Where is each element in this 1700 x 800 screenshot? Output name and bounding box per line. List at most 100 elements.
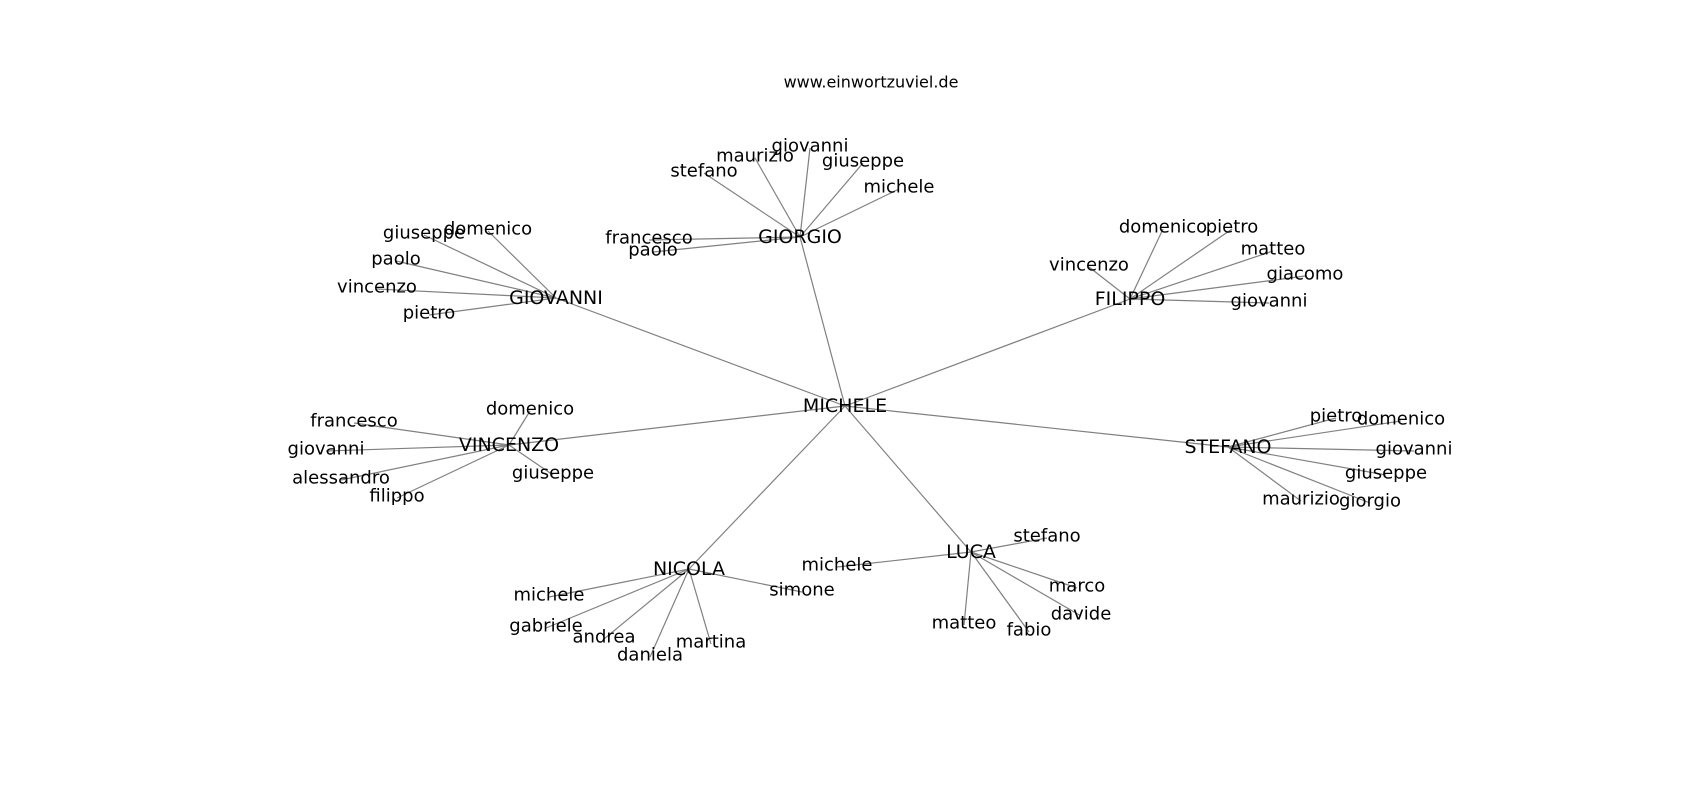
edge-nicola-daniela (649, 568, 690, 658)
leaf-node-label-stefano-giovanni: giovanni (1376, 439, 1453, 460)
edge-center-stefano (844, 405, 1229, 448)
edge-giovanni-giuseppe (423, 234, 557, 299)
hub-node-label-giovanni: GIOVANNI (509, 287, 603, 309)
edge-center-nicola (688, 405, 846, 570)
leaf-node-label-vincenzo-filippo: filippo (369, 486, 424, 507)
edge-center-giovanni (555, 297, 846, 407)
leaf-node-label-luca-davide: davide (1051, 604, 1112, 625)
leaf-node-label-stefano-domenico: domenico (1357, 409, 1445, 430)
edge-center-giorgio (799, 236, 846, 407)
leaf-node-label-nicola-andrea: andrea (573, 627, 636, 648)
leaf-node-label-giorgio-francesco: francesco (605, 228, 692, 249)
edge-giorgio-giuseppe (799, 162, 864, 238)
edge-filippo-pietro (1129, 228, 1233, 300)
leaf-node-label-stefano-pietro: pietro (1310, 406, 1363, 427)
leaf-node-label-vincenzo-francesco: francesco (310, 411, 397, 432)
leaf-node-label-vincenzo-domenico: domenico (486, 399, 574, 420)
edge-vincenzo-giovanni (325, 444, 510, 452)
leaf-node-label-giorgio-stefano: stefano (670, 161, 737, 182)
leaf-node-label-stefano-maurizio: maurizio (1262, 489, 1340, 510)
edge-luca-michele (836, 551, 972, 568)
edge-filippo-domenico (1129, 228, 1164, 300)
leaf-node-label-giorgio-michele: michele (864, 177, 935, 198)
site-title: www.einwortzuviel.de (784, 73, 959, 92)
edge-giorgio-stefano (703, 172, 801, 238)
leaf-node-label-giorgio-paolo: paolo (628, 240, 677, 261)
edge-vincenzo-francesco (353, 422, 510, 446)
leaf-node-label-nicola-simone: simone (769, 580, 834, 601)
hub-node-label-vincenzo: VINCENZO (459, 434, 559, 456)
hub-node-label-giorgio: GIORGIO (758, 226, 842, 248)
edge-nicola-andrea (603, 568, 690, 640)
edge-stefano-domenico (1227, 420, 1402, 448)
hub-node-label-nicola: NICOLA (653, 558, 725, 580)
leaf-node-label-vincenzo-giovanni: giovanni (288, 439, 365, 460)
edge-filippo-matteo (1129, 250, 1274, 300)
edge-vincenzo-giuseppe (508, 444, 554, 476)
edge-center-luca (844, 405, 972, 553)
edge-layer (325, 147, 1415, 658)
edge-nicola-michele (548, 568, 690, 598)
edge-giorgio-michele (799, 188, 900, 238)
leaf-node-label-vincenzo-alessandro: alessandro (292, 468, 390, 489)
leaf-node-label-giorgio-giovanni: giovanni (772, 136, 849, 157)
edge-luca-marco (970, 551, 1078, 589)
edge-filippo-vincenzo (1088, 266, 1131, 300)
edge-nicola-gabriele (545, 568, 690, 629)
edge-center-filippo (844, 298, 1131, 407)
edge-filippo-giovanni (1129, 298, 1270, 304)
edge-vincenzo-alessandro (340, 444, 510, 481)
leaf-node-label-vincenzo-giuseppe: giuseppe (512, 463, 594, 484)
edge-giorgio-giovanni (799, 147, 811, 238)
edge-giovanni-domenico (487, 230, 557, 299)
leaf-node-label-filippo-vincenzo: vincenzo (1049, 255, 1129, 276)
leaf-node-label-nicola-gabriele: gabriele (509, 616, 582, 637)
edge-nicola-simone (688, 568, 803, 593)
leaf-node-label-filippo-matteo: matteo (1241, 239, 1306, 260)
edge-center-vincenzo (508, 405, 846, 446)
hub-node-label-luca: LUCA (946, 541, 996, 563)
edge-stefano-giovanni (1227, 446, 1415, 452)
edge-vincenzo-domenico (508, 410, 531, 446)
leaf-node-label-luca-michele: michele (802, 555, 873, 576)
center-node-label: MICHELE (803, 395, 887, 417)
edge-luca-davide (970, 551, 1082, 617)
edge-giovanni-pietro (428, 297, 557, 316)
leaf-node-label-filippo-domenico: domenico (1119, 217, 1207, 238)
leaf-node-label-giovanni-vincenzo: vincenzo (337, 277, 417, 298)
edge-luca-fabio (970, 551, 1030, 633)
edge-stefano-maurizio (1227, 446, 1302, 502)
leaf-node-label-luca-fabio: fabio (1007, 620, 1052, 641)
edge-giovanni-paolo (395, 260, 557, 299)
leaf-node-label-stefano-giuseppe: giuseppe (1345, 463, 1427, 484)
edge-nicola-martina (688, 568, 712, 645)
leaf-node-label-giorgio-maurizio: maurizio (716, 146, 794, 167)
leaf-node-label-nicola-martina: martina (676, 632, 746, 653)
edge-giorgio-maurizio (754, 157, 801, 238)
leaf-node-label-luca-stefano: stefano (1013, 526, 1080, 547)
edge-vincenzo-filippo (396, 444, 510, 499)
leaf-node-label-nicola-daniela: daniela (617, 645, 683, 666)
edge-stefano-giorgio (1227, 446, 1371, 504)
edge-luca-matteo (963, 551, 972, 626)
leaf-node-label-filippo-pietro: pietro (1206, 217, 1259, 238)
leaf-node-label-giovanni-paolo: paolo (371, 249, 420, 270)
leaf-node-label-filippo-giacomo: giacomo (1267, 264, 1344, 285)
leaf-node-label-stefano-giorgio: giorgio (1339, 491, 1401, 512)
leaf-node-label-filippo-giovanni: giovanni (1231, 291, 1308, 312)
hub-node-label-stefano: STEFANO (1184, 436, 1271, 458)
leaf-node-label-giovanni-domenico: domenico (444, 219, 532, 240)
leaf-node-label-nicola-michele: michele (514, 585, 585, 606)
edge-giorgio-francesco (648, 236, 801, 241)
leaf-node-label-luca-marco: marco (1049, 576, 1105, 597)
edge-filippo-giacomo (1129, 275, 1306, 300)
label-layer: MICHELEGIORGIOstefanomauriziogiovannigiu… (288, 136, 1453, 666)
edge-stefano-pietro (1227, 417, 1337, 448)
hub-node-label-filippo: FILIPPO (1095, 288, 1166, 310)
edge-luca-stefano (970, 537, 1048, 553)
edge-giovanni-vincenzo (376, 288, 557, 299)
leaf-node-label-giovanni-pietro: pietro (403, 303, 456, 324)
leaf-node-label-luca-matteo: matteo (932, 613, 997, 634)
leaf-node-label-giorgio-giuseppe: giuseppe (822, 151, 904, 172)
